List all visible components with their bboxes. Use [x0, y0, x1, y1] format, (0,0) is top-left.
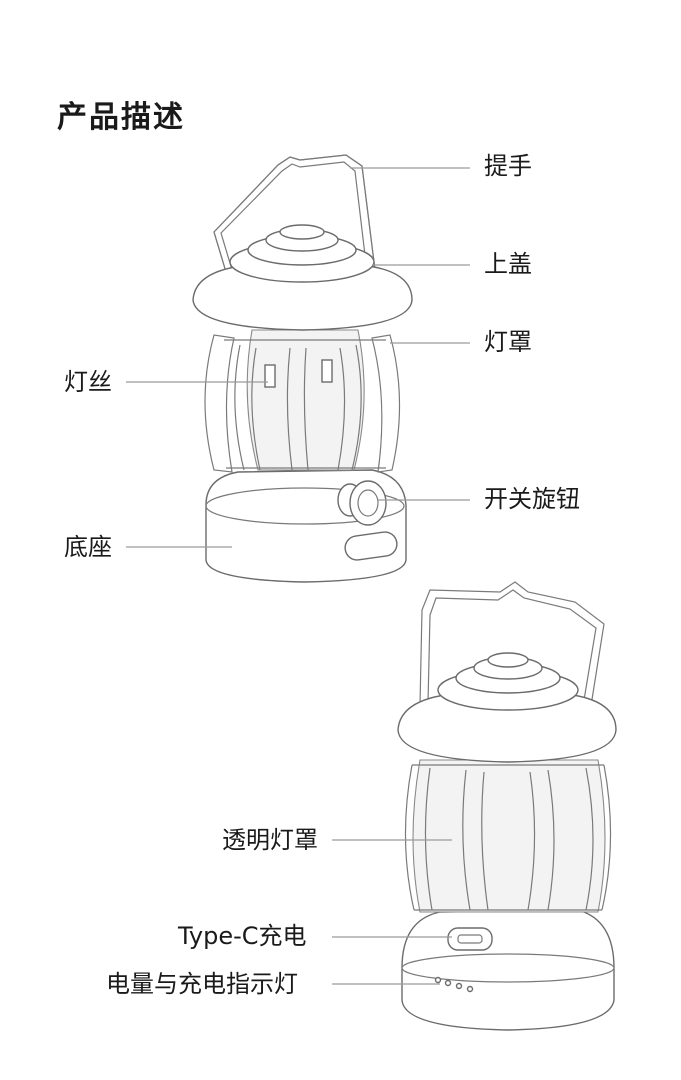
label-transparent-shade: 透明灯罩 — [222, 826, 318, 854]
label-handle: 提手 — [484, 152, 532, 180]
page-title: 产品描述 — [57, 100, 185, 135]
label-top-cover: 上盖 — [484, 250, 532, 278]
label-filament: 灯丝 — [64, 368, 112, 396]
label-typec-charging: Type-C充电 — [178, 922, 307, 950]
label-lampshade: 灯罩 — [484, 328, 532, 356]
lantern-2 — [397, 581, 617, 1031]
switch-knob-shape — [337, 480, 387, 526]
leader-lines — [126, 167, 470, 985]
label-base: 底座 — [64, 533, 112, 561]
typec-port-shape — [447, 927, 493, 951]
label-indicator: 电量与充电指示灯 — [106, 970, 298, 998]
lampshade-shape — [204, 334, 235, 473]
handle-shape-2 — [419, 581, 605, 713]
label-switch-knob: 开关旋钮 — [484, 485, 580, 513]
lantern-1 — [192, 154, 413, 583]
indicator-lights-shape — [434, 976, 474, 993]
